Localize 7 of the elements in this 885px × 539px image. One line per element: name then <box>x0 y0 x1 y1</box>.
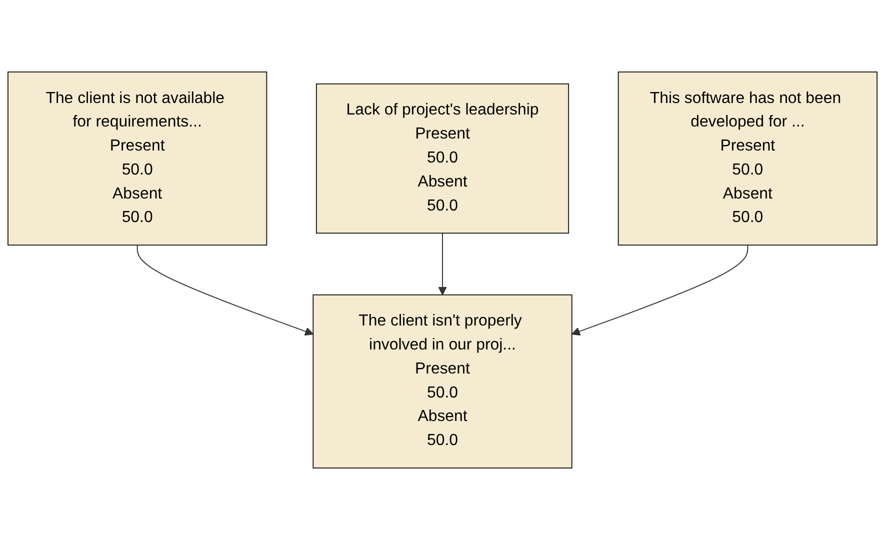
arrow <box>438 232 447 295</box>
node-box: The client is not available for requirements... Present 50.0 Absent 50.0 <box>7 70 268 246</box>
arrow <box>136 244 314 336</box>
node-box: The client isn't properly involved in our proj... Present 50.0 Absent 50.0 <box>312 294 572 468</box>
node-box: Lack of project's leadership Present 50.0 Absent 50.0 <box>316 82 570 234</box>
node-box: This software has not been developed for ... Present 50.0 Absent 50.0 <box>618 70 878 246</box>
arrow <box>571 244 748 336</box>
